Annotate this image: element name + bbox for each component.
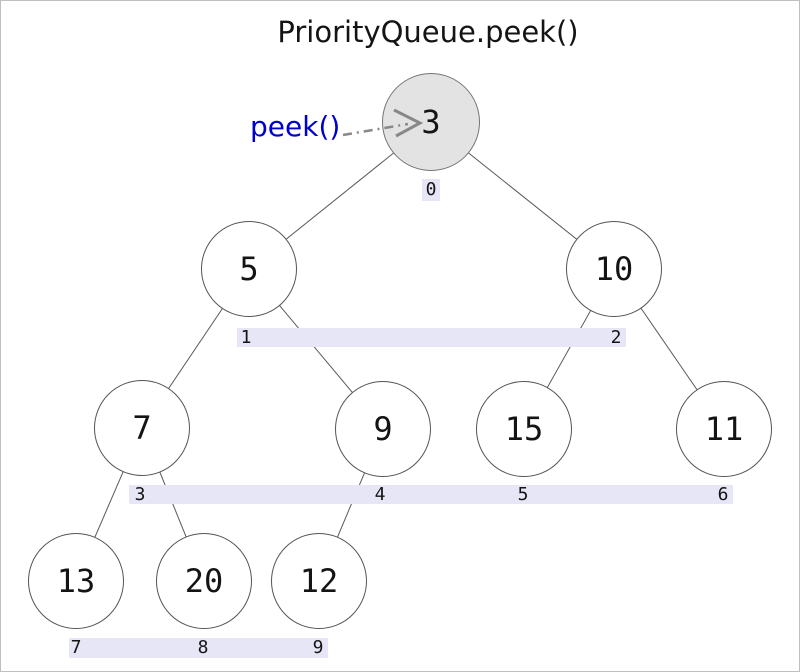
node-value: 15 bbox=[504, 410, 544, 448]
index-band-level-1 bbox=[237, 328, 626, 347]
index-label: 1 bbox=[240, 327, 252, 348]
node-value: 11 bbox=[704, 410, 744, 448]
index-band-level-0 bbox=[422, 179, 440, 201]
index-label: 8 bbox=[197, 637, 209, 658]
page-title: PriorityQueue.peek() bbox=[277, 15, 579, 49]
index-label: 2 bbox=[610, 327, 622, 348]
heap-node: 7 bbox=[94, 380, 190, 476]
index-label: 0 bbox=[425, 179, 437, 200]
node-value: 7 bbox=[132, 409, 152, 447]
node-value: 20 bbox=[184, 562, 224, 600]
heap-node: 15 bbox=[476, 381, 572, 477]
heap-node: 13 bbox=[28, 533, 124, 629]
node-value: 3 bbox=[421, 103, 441, 141]
node-value: 13 bbox=[56, 562, 96, 600]
index-label: 7 bbox=[70, 637, 82, 658]
node-value: 10 bbox=[594, 250, 634, 288]
index-label: 4 bbox=[374, 484, 386, 505]
heap-node: 10 bbox=[566, 221, 662, 317]
node-value: 5 bbox=[239, 250, 259, 288]
index-label: 9 bbox=[312, 637, 324, 658]
node-value: 12 bbox=[299, 562, 339, 600]
heap-node-root: 3 bbox=[382, 73, 480, 171]
index-label: 3 bbox=[134, 484, 146, 505]
index-label: 5 bbox=[517, 484, 529, 505]
heap-node: 11 bbox=[676, 381, 772, 477]
heap-node: 12 bbox=[271, 533, 367, 629]
node-value: 9 bbox=[373, 410, 393, 448]
heap-node: 20 bbox=[156, 533, 252, 629]
index-label: 6 bbox=[717, 484, 729, 505]
heap-node: 5 bbox=[201, 221, 297, 317]
peek-label: peek() bbox=[250, 110, 341, 143]
index-band-level-2 bbox=[129, 485, 733, 504]
heap-node: 9 bbox=[335, 381, 431, 477]
index-band-level-3 bbox=[69, 638, 328, 658]
